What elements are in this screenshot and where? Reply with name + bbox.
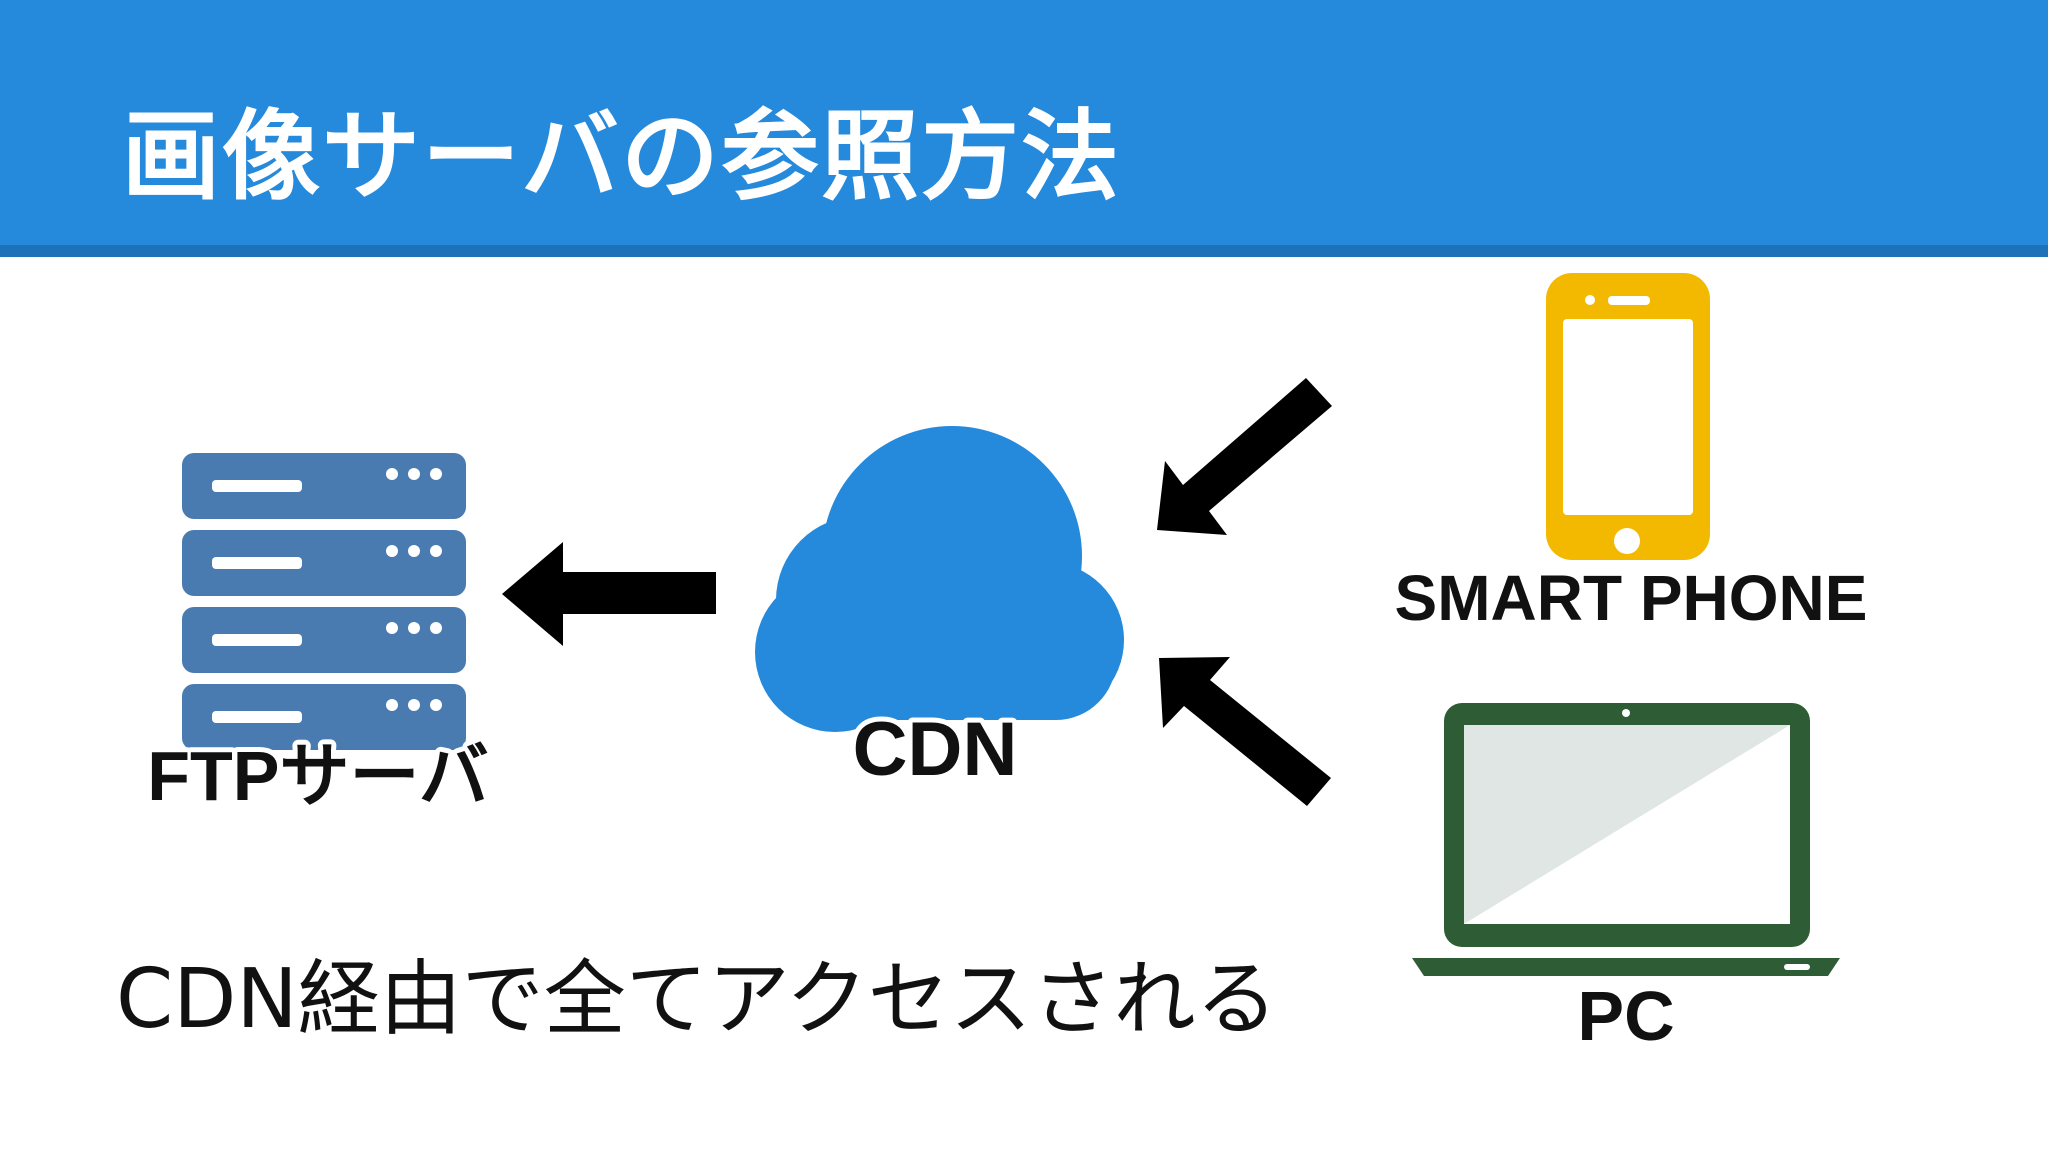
ftp-server-label: FTPサーバ: [147, 737, 489, 815]
arrow-cdn-to-ftp-icon: [502, 542, 716, 646]
arrow-pc-to-cdn-icon: [1159, 657, 1331, 806]
server-unit: [182, 453, 466, 519]
server-rack-icon: [182, 453, 466, 750]
pc-label: PC: [1577, 977, 1674, 1055]
laptop-icon: [1412, 703, 1840, 976]
cdn-label: CDN: [853, 707, 1018, 792]
server-unit: [182, 607, 466, 673]
title-bar-border: [0, 245, 2048, 257]
title-bar: [0, 0, 2048, 245]
cloud-icon: [755, 426, 1124, 732]
server-unit: [182, 530, 466, 596]
smartphone-label: SMART PHONE: [1395, 562, 1868, 634]
arrow-smartphone-to-cdn-icon: [1157, 378, 1332, 535]
slide-title: 画像サーバの参照方法: [122, 100, 1122, 214]
server-unit: [182, 684, 466, 750]
slide-caption: CDN経由で全てアクセスされる: [116, 952, 1278, 1047]
smartphone-icon: [1546, 273, 1710, 560]
